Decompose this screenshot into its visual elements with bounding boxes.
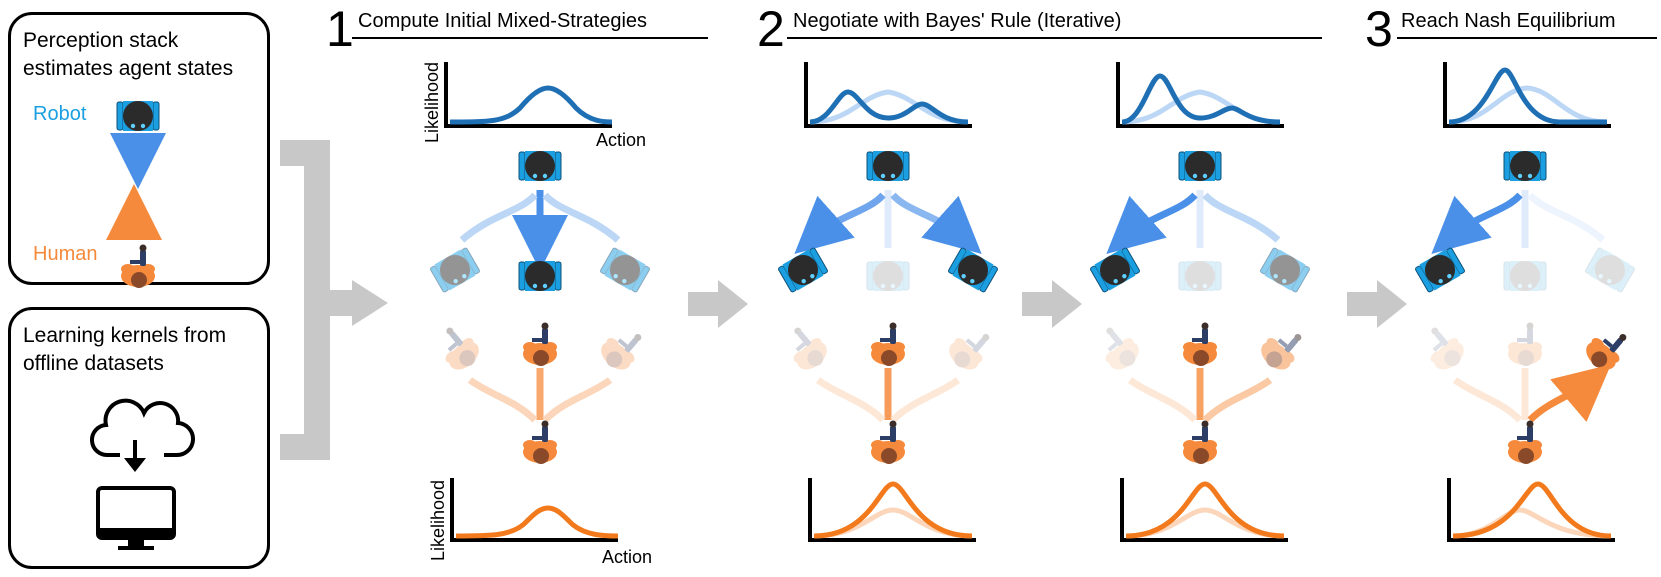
robot-likelihood-chart-2a (804, 62, 972, 128)
stage-3-number: 3 (1365, 1, 1393, 57)
stage-1-number: 1 (326, 1, 354, 57)
panel-stage-2a (776, 62, 1000, 542)
stage-2-title: Negotiate with Bayes' Rule (Iterative) (793, 10, 1122, 32)
human-likelihood-chart-2a (808, 478, 976, 542)
stage-2-to-2b-arrow (1022, 280, 1082, 328)
human-label: Human (33, 243, 98, 265)
human-likelihood-chart-2b (1120, 478, 1288, 542)
stage-3-title: Reach Nash Equilibrium (1401, 10, 1616, 32)
stage-2-to-3-arrow (1347, 280, 1407, 328)
input-connector (280, 140, 388, 460)
robot-action-axis-label: Action (596, 130, 647, 150)
computer-monitor-icon (96, 486, 176, 550)
robot-likelihood-chart-2b (1116, 62, 1284, 128)
stage-2-number: 2 (757, 1, 785, 57)
stage-2-underline (787, 37, 1322, 39)
robot-label: Robot (33, 103, 87, 125)
panel-stage-1 (428, 62, 652, 542)
human-likelihood-chart (450, 478, 619, 542)
cloud-download-icon (89, 398, 195, 472)
robot-likelihood-chart (444, 62, 613, 128)
learning-box-title: Learning kernels from offline datasets (23, 324, 227, 375)
stage-1-title: Compute Initial Mixed-Strategies (358, 10, 648, 32)
human-action-axis-label: Action (602, 547, 653, 567)
perception-box-title: Perception stack estimates agent states (23, 29, 234, 80)
robot-likelihood-chart-3 (1443, 62, 1611, 128)
stage-3-underline (1397, 37, 1657, 39)
panel-stage-3 (1413, 62, 1637, 542)
learning-box: Learning kernels from offline datasets (8, 307, 270, 569)
stage-1-underline (352, 37, 708, 39)
human-likelihood-chart-3 (1447, 478, 1615, 542)
perception-robot (116, 100, 160, 132)
perception-human (121, 244, 155, 288)
stage-1-to-2-arrow (688, 280, 748, 328)
panel-stage-2b (1088, 62, 1312, 542)
